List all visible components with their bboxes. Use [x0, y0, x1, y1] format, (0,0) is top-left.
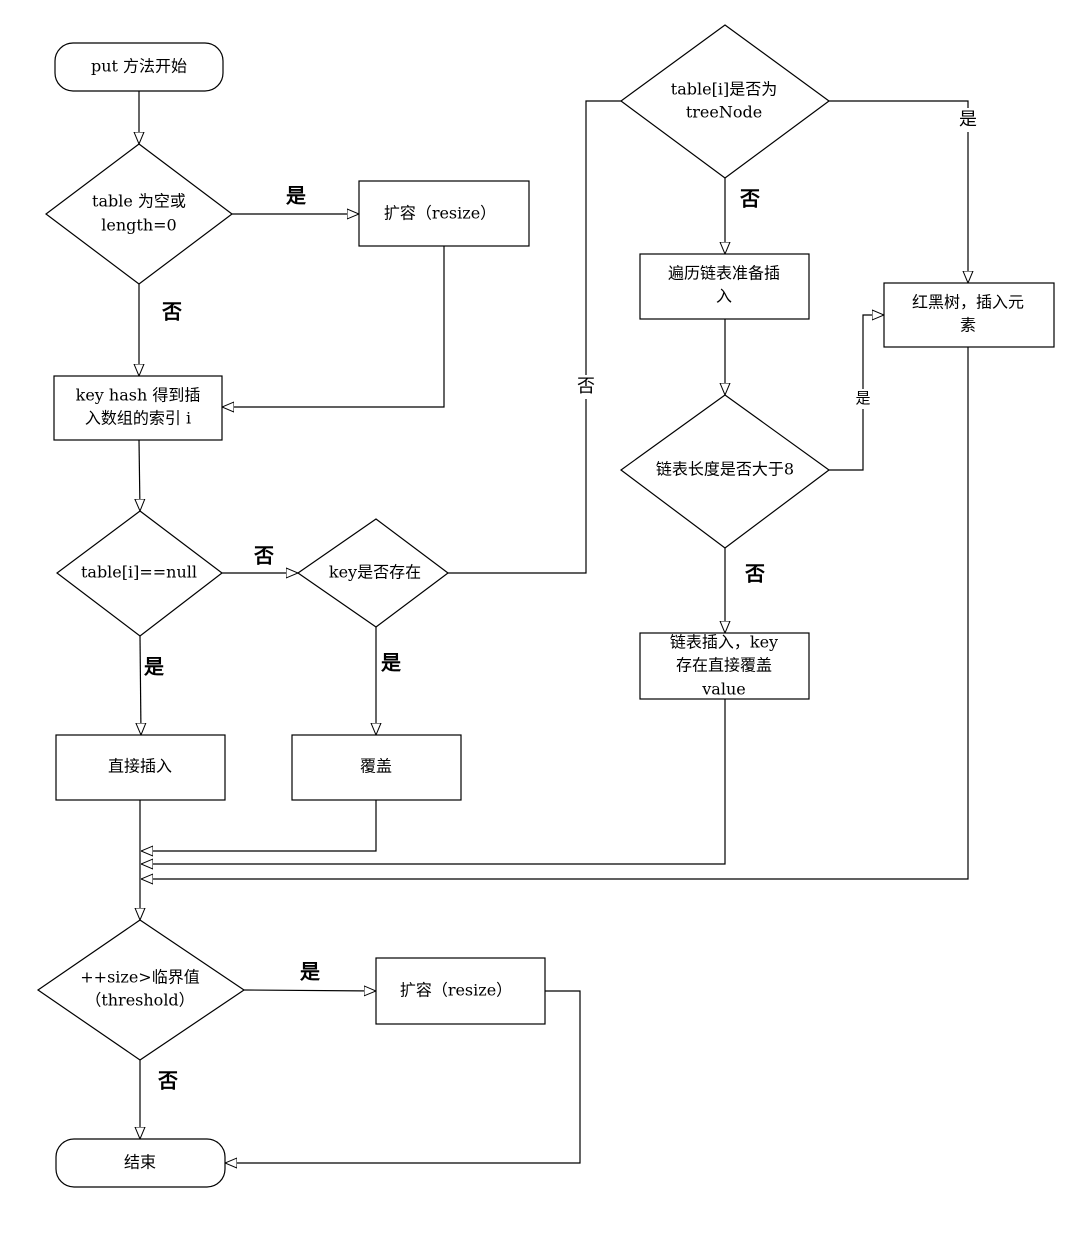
resize-first-label: 扩容（resize）	[384, 204, 496, 223]
resize-second-node: 扩容（resize）	[375, 957, 546, 1025]
label-length-no: 否	[744, 562, 765, 586]
red-black-tree-label-1: 红黑树，插入元	[912, 293, 1024, 312]
label-null-no: 否	[253, 544, 274, 568]
check-size-label-2: （threshold）	[85, 991, 194, 1010]
start-label: put 方法开始	[91, 57, 187, 76]
check-null-label: table[i]==null	[81, 563, 197, 582]
label-length-yes: 是	[855, 389, 870, 407]
hash-index-label-2: 入数组的索引 i	[85, 409, 191, 428]
end-label: 结束	[124, 1153, 156, 1172]
edge-overwrite-merge	[141, 800, 377, 851]
check-treenode-label-2: treeNode	[686, 103, 762, 122]
edge-check-null-yes	[140, 635, 141, 735]
check-length-label: 链表长度是否大于8	[656, 460, 794, 479]
list-insert-label-1: 链表插入，key	[670, 633, 778, 652]
label-treenode-no: 否	[739, 187, 760, 211]
edge-check-size-yes	[243, 990, 376, 991]
resize-first-node: 扩容（resize）	[358, 180, 530, 247]
check-empty-decision: table 为空或 length=0	[45, 143, 233, 285]
key-exists-label: key是否存在	[329, 563, 421, 582]
start-node: put 方法开始	[54, 42, 224, 92]
label-empty-yes: 是	[285, 184, 306, 208]
label-key-yes: 是	[380, 651, 401, 675]
check-null-decision: table[i]==null	[56, 510, 223, 637]
edges	[139, 91, 968, 1163]
resize-second-label: 扩容（resize）	[400, 981, 512, 1000]
hash-index-label-1: key hash 得到插	[76, 386, 201, 405]
edge-treenode-yes	[829, 100, 968, 283]
red-black-tree-node: 红黑树，插入元 素	[883, 282, 1055, 348]
edge-key-no	[448, 100, 621, 574]
check-size-decision: ++size>临界值 （threshold）	[36, 919, 246, 1061]
list-insert-label-3: value	[701, 680, 745, 699]
hash-index-node: key hash 得到插 入数组的索引 i	[53, 375, 223, 441]
edge-labels: 是 否 否 是 是 否 是 否 是 否 是 否	[143, 108, 978, 1093]
edge-resize-to-hash	[222, 246, 445, 407]
traverse-list-label-1: 遍历链表准备插	[668, 264, 780, 283]
overwrite-label: 覆盖	[360, 757, 392, 776]
edge-tree-merge	[141, 347, 969, 879]
check-empty-label-2: length=0	[101, 216, 176, 235]
label-treenode-yes: 是	[959, 109, 977, 130]
direct-insert-label: 直接插入	[108, 757, 172, 776]
end-node: 结束	[55, 1138, 226, 1188]
list-insert-node: 链表插入，key 存在直接覆盖 value	[639, 632, 810, 700]
label-size-yes: 是	[299, 960, 320, 984]
label-size-no: 否	[157, 1069, 178, 1093]
edge-list-insert-merge	[141, 699, 726, 864]
traverse-list-label-2: 入	[716, 287, 732, 306]
check-treenode-label-1: table[i]是否为	[671, 80, 777, 99]
check-size-label-1: ++size>临界值	[80, 968, 199, 987]
red-black-tree-label-2: 素	[960, 316, 976, 335]
label-null-yes: 是	[143, 655, 164, 679]
check-length-decision: 链表长度是否大于8	[619, 394, 831, 549]
key-exists-decision: key是否存在	[296, 518, 449, 628]
list-insert-label-2: 存在直接覆盖	[676, 656, 772, 675]
check-treenode-decision: table[i]是否为 treeNode	[619, 24, 831, 179]
label-empty-no: 否	[161, 300, 182, 324]
check-empty-label-1: table 为空或	[92, 192, 186, 211]
label-key-no: 否	[577, 376, 595, 397]
edge-resize2-to-end	[225, 990, 581, 1163]
edge-hash-to-check-null	[139, 439, 140, 511]
direct-insert-node: 直接插入	[55, 734, 226, 801]
traverse-list-node: 遍历链表准备插 入	[639, 253, 810, 320]
overwrite-node: 覆盖	[291, 734, 462, 801]
